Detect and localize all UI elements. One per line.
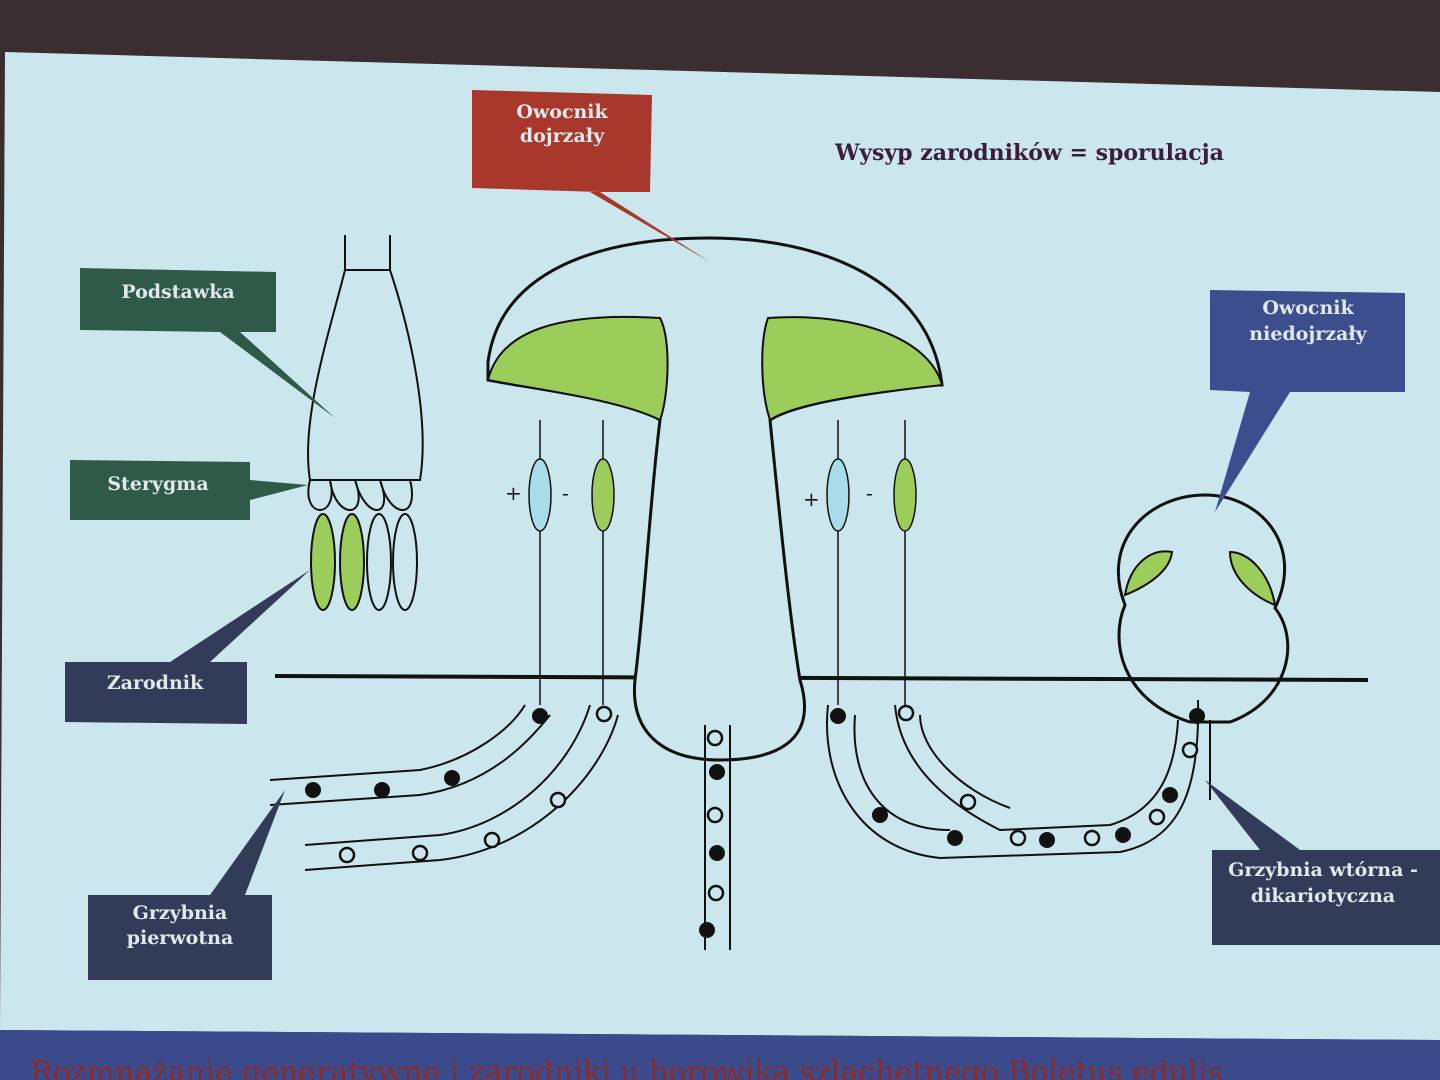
- callout-grzybnia-wtorna: Grzybnia wtórna - dikariotyczna: [1205, 780, 1440, 945]
- callout-zarodnik: Zarodnik: [65, 570, 310, 724]
- callout-sterygma: Sterygma: [70, 460, 308, 520]
- hyphae: [269, 699, 1211, 950]
- basidium: [307, 235, 424, 611]
- plus-sign-left: +: [505, 481, 522, 505]
- svg-text:niedojrzały: niedojrzały: [1249, 323, 1367, 345]
- plus-sign-right: +: [803, 487, 820, 511]
- minus-sign-left: -: [562, 481, 569, 505]
- minus-sign-right: -: [866, 481, 873, 505]
- nuclei-filled: [305, 708, 1205, 938]
- nuclei-empty: [338, 704, 1199, 902]
- footer-text: Rozmnażanie generatywne i zarodniki u bo…: [30, 1055, 1223, 1080]
- svg-text:Grzybnia: Grzybnia: [133, 902, 228, 924]
- svg-text:pierwotna: pierwotna: [127, 927, 234, 949]
- svg-text:Grzybnia wtórna -: Grzybnia wtórna -: [1228, 859, 1418, 881]
- svg-text:dikariotyczna: dikariotyczna: [1251, 885, 1395, 907]
- svg-text:dojrzały: dojrzały: [520, 125, 605, 147]
- callout-owocnik-niedojrzaly: Owocnik niedojrzały: [1210, 290, 1405, 512]
- svg-text:Podstawka: Podstawka: [121, 281, 234, 303]
- mature-fruiting-body: [486, 236, 944, 762]
- spores-left: [528, 420, 917, 705]
- callout-grzybnia-pierwotna: Grzybnia pierwotna: [88, 790, 285, 980]
- immature-fruiting-body: [1117, 493, 1290, 724]
- callout-owocnik-dojrzaly: Owocnik dojrzały: [472, 90, 710, 262]
- diagram-title: Wysyp zarodników = sporulacja: [834, 140, 1224, 166]
- ground-line: [274, 674, 1369, 682]
- svg-text:Owocnik: Owocnik: [1262, 297, 1354, 319]
- footer-band: [0, 1030, 1440, 1080]
- svg-text:Zarodnik: Zarodnik: [107, 672, 204, 694]
- callout-podstawka: Podstawka: [80, 268, 335, 418]
- svg-text:Sterygma: Sterygma: [107, 473, 208, 495]
- svg-text:Owocnik: Owocnik: [516, 101, 608, 123]
